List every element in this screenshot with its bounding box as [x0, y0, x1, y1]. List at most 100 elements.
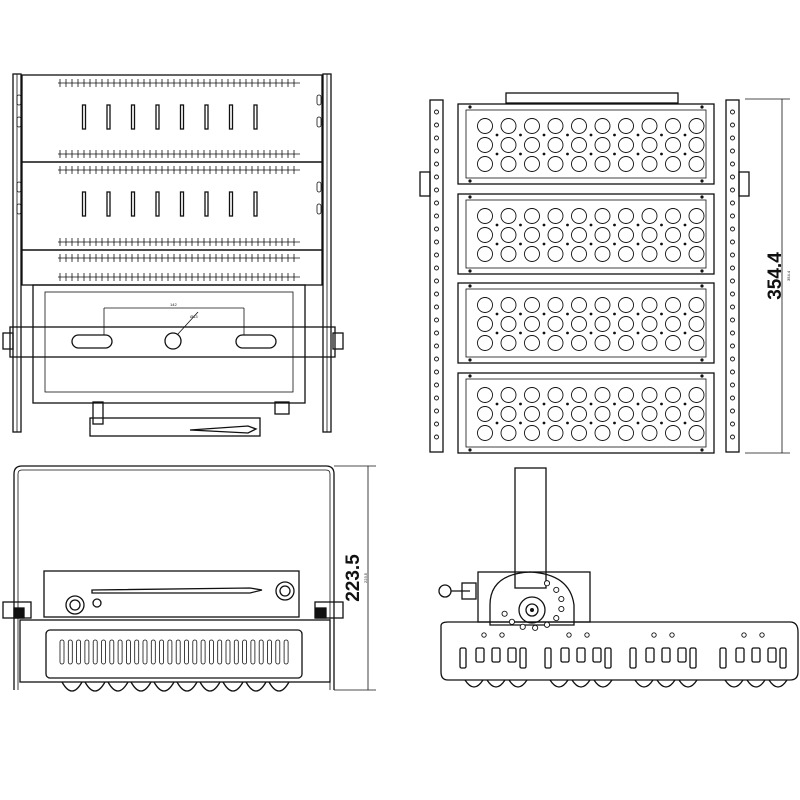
front-view: 354.4 354.4 [419, 92, 791, 454]
led-lens [665, 156, 681, 172]
heat-sink-module [21, 74, 323, 163]
led-lens [571, 335, 587, 351]
led-lens [665, 406, 681, 422]
led-lens [618, 387, 634, 403]
led-lens [524, 297, 540, 313]
led-lens [500, 227, 517, 243]
lens-profile [245, 681, 267, 692]
led-lens [641, 227, 658, 243]
side-antenna [91, 587, 263, 594]
led-lens [477, 297, 493, 313]
led-lens [477, 208, 493, 224]
led-lens [688, 335, 705, 351]
led-lens [500, 156, 517, 172]
led-lens [618, 156, 634, 172]
housing-slot [491, 647, 501, 663]
lens-profile [130, 681, 152, 692]
led-lens [665, 297, 681, 313]
led-lens [641, 316, 658, 332]
fin-slot [167, 639, 173, 665]
front-right-rail [725, 99, 740, 453]
fin-slot [81, 191, 87, 217]
fin-slot [204, 104, 209, 130]
top-view [438, 467, 799, 688]
led-lens [547, 208, 564, 224]
mounting-bracket [9, 326, 336, 358]
led-lens [618, 227, 634, 243]
housing-slot [677, 647, 687, 663]
fin-slot [179, 104, 185, 130]
lens-profile [656, 679, 676, 688]
led-lens [618, 137, 634, 153]
housing-slot [689, 647, 697, 669]
housing-slot [767, 647, 777, 663]
housing-slot [560, 647, 570, 663]
led-lens [688, 137, 705, 153]
fin-slot [101, 639, 106, 665]
led-lens [571, 227, 587, 243]
fin-slot [106, 104, 111, 130]
led-lens [571, 316, 587, 332]
bracket-dim-small-a: 142 [170, 302, 177, 307]
led-lens [594, 118, 611, 134]
led-lens [594, 406, 611, 422]
led-lens [477, 156, 493, 172]
led-lens [547, 137, 564, 153]
side-lenses [61, 681, 290, 692]
led-lens [641, 387, 658, 403]
housing-slot [735, 647, 745, 663]
fin-slot [217, 639, 223, 665]
led-lens [571, 406, 587, 422]
heat-sink-modules [16, 74, 323, 286]
led-lens [618, 335, 634, 351]
led-lens [500, 387, 517, 403]
fin-slot [192, 639, 198, 665]
lens-profile [199, 681, 221, 692]
lens-profile [634, 679, 654, 688]
lens-profile [768, 679, 788, 688]
fin-slot [228, 191, 234, 217]
bottom-frame [89, 417, 261, 437]
led-lens [665, 316, 681, 332]
fin-slot [59, 639, 65, 665]
led-lens [665, 137, 681, 153]
front-left-rail [429, 99, 444, 453]
led-lens [618, 246, 634, 262]
bracket-center-hole [164, 332, 182, 350]
led-lens [618, 118, 634, 134]
fin-slot [150, 639, 156, 665]
fin-slot [233, 639, 239, 665]
connector [92, 401, 104, 425]
fin-slot [155, 104, 160, 130]
antenna [189, 425, 258, 434]
dimension-height-side-small: 223.5 [363, 572, 368, 583]
lens-profile [222, 681, 244, 692]
lens-profile [593, 679, 613, 688]
fin-slot [208, 639, 214, 665]
housing-slot [576, 647, 586, 663]
led-lens [500, 118, 517, 134]
heat-sink-module [21, 249, 323, 286]
led-lens [688, 425, 705, 441]
led-lens [524, 156, 540, 172]
led-lens [618, 297, 634, 313]
side-fin-slots [59, 639, 289, 665]
fin-slot [67, 639, 73, 665]
led-lens [665, 208, 681, 224]
side-view: 223.5 223.5 [2, 465, 376, 692]
led-lens [547, 387, 564, 403]
led-lens [594, 425, 611, 441]
fin-slot [92, 639, 98, 665]
led-lens [688, 387, 705, 403]
led-lens [547, 118, 564, 134]
heat-sink-module [21, 161, 323, 251]
bracket-dim-small-b: Ø13 [190, 314, 198, 319]
fin-slot [253, 104, 258, 130]
fin-slot [142, 639, 148, 665]
lens-profile [746, 679, 766, 688]
lens-profile [724, 679, 744, 688]
led-module [457, 372, 715, 454]
fin-slot [84, 639, 90, 665]
led-lens [524, 335, 540, 351]
led-lens [688, 227, 705, 243]
